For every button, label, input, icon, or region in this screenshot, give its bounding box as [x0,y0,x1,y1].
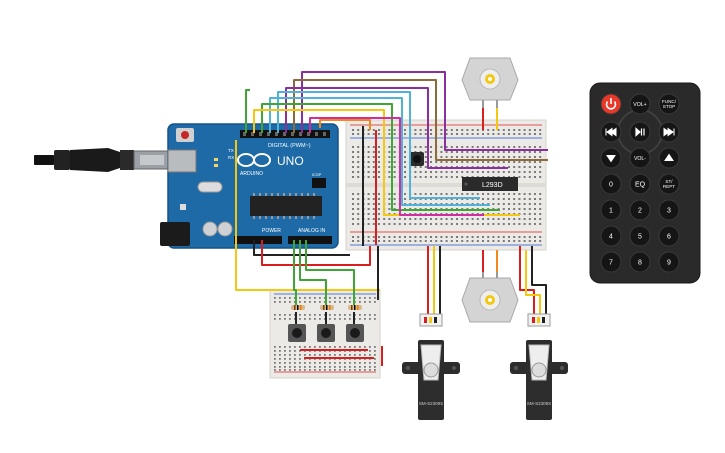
wire-green [305,240,355,305]
wire-green [299,240,327,305]
remote-previous-button[interactable] [600,121,622,143]
remote-next-button[interactable] [658,121,680,143]
remote-button-eq[interactable]: EQ [629,173,651,195]
remote-button-label: VOL- [634,156,646,162]
remote-button-9[interactable]: 9 [658,251,680,273]
rx-label: RX [228,155,234,160]
dc-motor-top [461,57,519,108]
servo-model-label: SM-S2309S [419,401,443,406]
remote-arrow-down-button[interactable] [600,147,622,169]
remote-button-label: 8 [638,259,642,266]
remote-button-3[interactable]: 3 [658,199,680,221]
remote-button-label: 1 [609,207,613,214]
resistor [320,305,334,310]
remote-arrow-up-button[interactable] [658,147,680,169]
arduino-logo [237,153,271,167]
remote-button-0[interactable]: 0 [600,173,622,195]
power-header-label: POWER [262,228,281,234]
wire-green [293,240,297,305]
servo-right: SM-S2309S [510,313,568,420]
remote-button-label: 7 [609,259,613,266]
brand-label: ARDUINO [240,171,263,177]
remote-button-vol[interactable]: VOL- [629,147,651,169]
resistor [291,305,305,310]
remote-button-st-rept[interactable]: ST/REPT [658,173,680,195]
remote-button-label: FUNC/STOP [662,99,677,109]
usb-cable [34,148,171,172]
remote-button-label: 6 [667,233,671,240]
remote-play-pause-button[interactable] [629,121,651,143]
ir-receiver [410,152,424,166]
analog-header-label: ANALOG IN [298,228,326,234]
wire-red [261,240,371,266]
dc-motor-bottom [461,272,519,323]
remote-button-5[interactable]: 5 [629,225,651,247]
servo-model-label: SM-S2309S [527,401,551,406]
arduino-uno-board: DIGITAL (PWM~) UNO ARDUINO TX RX [160,123,339,249]
push-button[interactable] [317,324,335,342]
remote-button-4[interactable]: 4 [600,225,622,247]
remote-button-label: 5 [638,233,642,240]
resistor [348,305,362,310]
wire-green [261,103,500,211]
play-pause-icon [635,127,645,137]
next-icon [663,127,675,137]
remote-button-label: 2 [638,207,642,214]
remote-button-vol[interactable]: VOL+ [629,93,651,115]
remote-button-label: ST/REPT [663,179,675,189]
wire-magenta [309,117,484,216]
remote-button-1[interactable]: 1 [600,199,622,221]
push-button[interactable] [288,324,306,342]
arrow-down-icon [606,155,616,163]
servo-left: SM-S2309S [402,313,460,420]
remote-button-label: 4 [609,233,613,240]
icsp-label: ICSP [312,172,322,177]
wire-orange [319,119,371,130]
remote-button-label: 9 [667,259,671,266]
model-label: UNO [277,154,304,168]
wire-black [531,246,547,315]
remote-button-label: 0 [609,181,613,188]
arrow-up-icon [664,153,674,161]
power-icon [605,98,617,110]
wire-cyan [277,91,480,199]
digital-header-label: DIGITAL (PWM~) [268,143,311,149]
wire-yellow [525,250,541,315]
remote-button-8[interactable]: 8 [629,251,651,273]
wire-green [245,89,250,133]
remote-button-7[interactable]: 7 [600,251,622,273]
wire-black [253,240,350,256]
tx-label: TX [228,148,234,153]
remote-button-func-stop[interactable]: FUNC/STOP [658,93,680,115]
previous-icon [605,127,617,137]
ir-remote: VOL+ FUNC/STOP VOL- 0 EQ ST/REPT 1 2 3 4 5 6 7 8 9 [589,82,701,284]
remote-button-label: 3 [667,207,671,214]
motor-driver-chip: L293D [462,177,518,191]
remote-button-2[interactable]: 2 [629,199,651,221]
push-button[interactable] [346,324,364,342]
wires [235,71,548,366]
remote-power-button[interactable] [600,93,622,115]
remote-button-label: VOL+ [633,102,646,108]
chip-label: L293D [482,182,503,189]
wire-yellow [235,140,380,291]
remote-button-label: EQ [635,181,646,188]
remote-button-6[interactable]: 6 [658,225,680,247]
